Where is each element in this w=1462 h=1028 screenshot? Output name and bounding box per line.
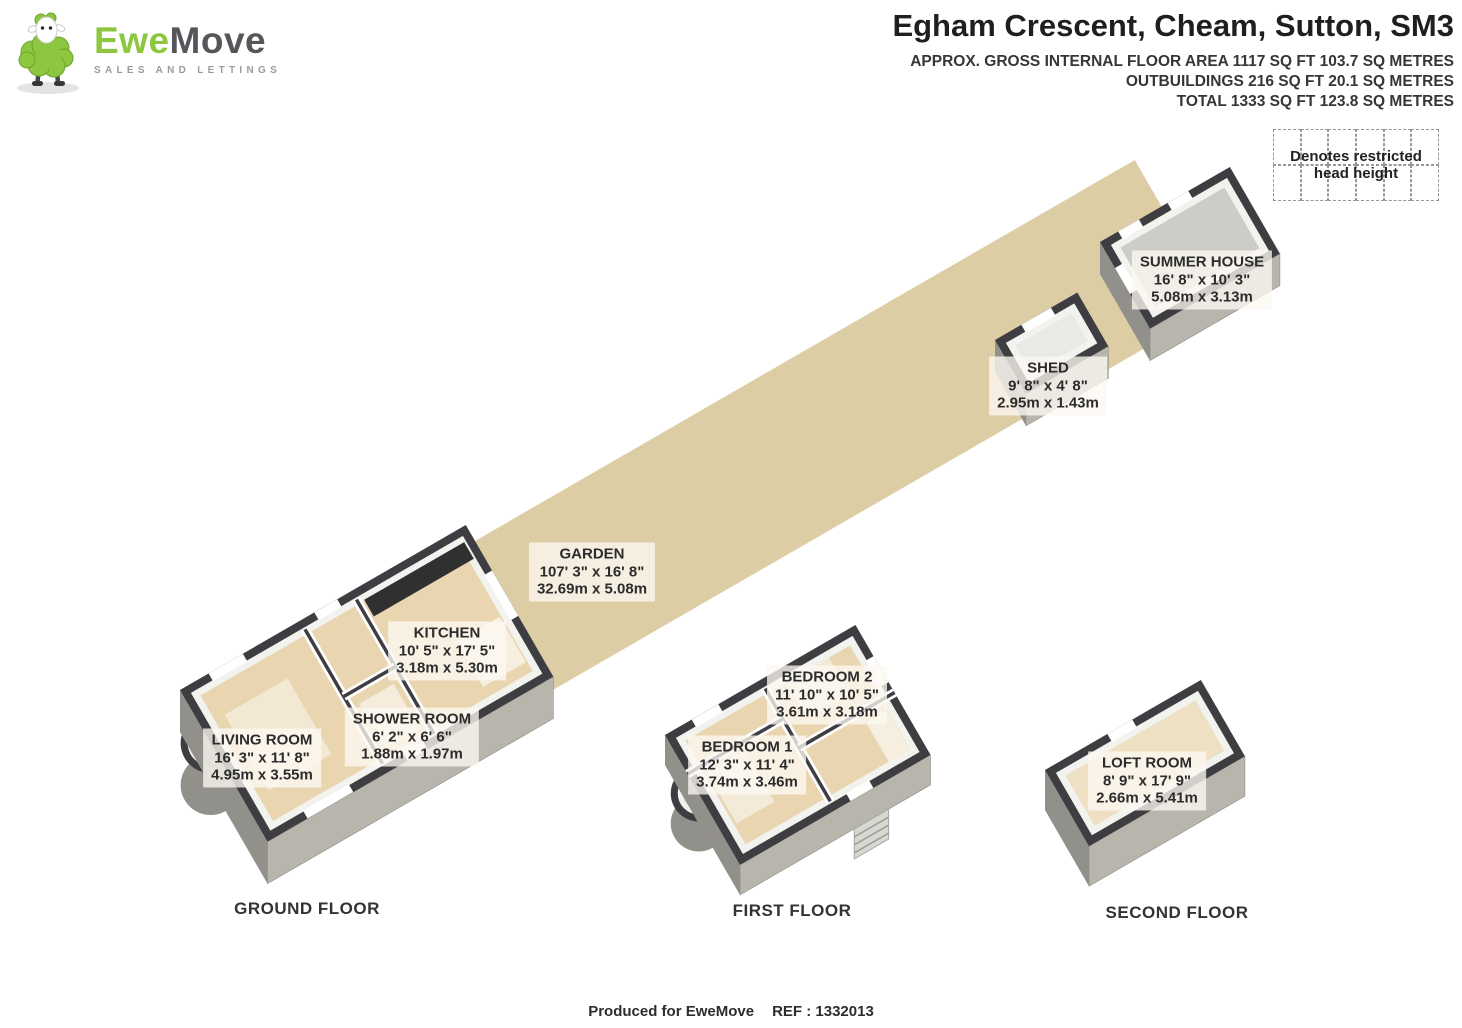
floor-label-ground: GROUND FLOOR: [234, 899, 380, 918]
room-label-bedroom-1: BEDROOM 1 12' 3" x 11' 4" 3.74m x 3.46m: [688, 735, 806, 795]
kitchen-counter: [364, 542, 474, 617]
room-name: LOFT ROOM: [1102, 754, 1192, 772]
legend-cell: [1411, 129, 1439, 165]
stair-step: [853, 816, 889, 838]
footer-produced: Produced for EweMove: [588, 1003, 755, 1020]
page-title: Egham Crescent, Cheam, Sutton, SM3: [892, 8, 1454, 43]
window: [314, 599, 342, 621]
footer: Produced for EweMove REF : 1332013: [0, 1003, 1462, 1020]
room-name: LIVING ROOM: [211, 731, 313, 749]
room-dims-metric: 3.74m x 3.46m: [696, 773, 798, 791]
legend-cell: [1411, 165, 1439, 201]
room-label-bedroom-2: BEDROOM 2 11' 10" x 10' 5" 3.61m x 3.18m: [767, 665, 887, 725]
room-dims-imperial: 10' 5" x 17' 5": [398, 642, 496, 660]
sheep-icon: [17, 12, 79, 94]
wall-end-face: [1100, 242, 1150, 361]
room-label-loft-room: LOFT ROOM 8' 9" x 17' 9" 2.66m x 5.41m: [1088, 751, 1206, 811]
header: Egham Crescent, Cheam, Sutton, SM3 APPRO…: [892, 8, 1454, 111]
legend-cell: [1273, 165, 1301, 201]
floor-label-second: SECOND FLOOR: [1105, 903, 1249, 922]
room-dims-metric: 32.69m x 5.08m: [536, 580, 648, 598]
window: [1114, 263, 1138, 294]
room-dims-imperial: 9' 8" x 4' 8": [1008, 377, 1088, 395]
room-dims-imperial: 12' 3" x 11' 4": [699, 756, 795, 774]
room-label-garden: GARDEN 107' 3" x 16' 8" 32.69m x 5.08m: [528, 542, 656, 602]
brand-wordmark: EweMove: [94, 22, 281, 59]
legend-cell: [1355, 165, 1384, 201]
stair-step: [853, 824, 889, 846]
footer-ref: REF : 1332013: [772, 1003, 874, 1020]
room-dims-imperial: 8' 9" x 17' 9": [1102, 772, 1192, 790]
window: [1118, 219, 1144, 240]
floor-label-first: FIRST FLOOR: [732, 901, 852, 920]
legend-label: Denotes restricted head height: [1290, 147, 1422, 182]
legend-dashed-grid: [1273, 129, 1439, 201]
room-label-summer-house: SUMMER HOUSE 16' 8" x 10' 3" 5.08m x 3.1…: [1131, 250, 1273, 310]
window: [484, 570, 519, 621]
window: [303, 784, 354, 819]
room-name: SUMMER HOUSE: [1139, 253, 1265, 271]
room-name: GARDEN: [559, 545, 625, 563]
room-dims-metric: 5.08m x 3.13m: [1151, 288, 1253, 306]
brand-move: Move: [169, 20, 267, 61]
wall-end-face: [1045, 770, 1089, 887]
room-dims-imperial: 107' 3" x 16' 8": [539, 563, 645, 581]
ewemove-logo: EweMove SALES AND LETTINGS: [12, 8, 281, 96]
room-dims-imperial: 6' 2" x 6' 6": [372, 728, 452, 746]
legend-cell: [1383, 129, 1412, 165]
room-name: KITCHEN: [413, 624, 481, 642]
room-name: BEDROOM 2: [781, 668, 873, 686]
legend-cell: [1328, 165, 1356, 201]
window: [691, 704, 723, 728]
room-name: SHOWER ROOM: [352, 710, 472, 728]
room-name: SHED: [1027, 359, 1069, 377]
room-dims-imperial: 16' 3" x 11' 8": [214, 749, 310, 767]
stair-step: [853, 832, 889, 854]
brand-ewe: Ewe: [94, 20, 170, 61]
room-dims-metric: 2.95m x 1.43m: [997, 394, 1099, 412]
window: [846, 780, 874, 802]
window: [1107, 719, 1137, 742]
room-dims-metric: 3.61m x 3.18m: [776, 703, 878, 721]
legend-cell: [1383, 165, 1412, 201]
legend-cell: [1273, 129, 1301, 165]
room-dims-metric: 2.66m x 5.41m: [1096, 789, 1198, 807]
room-dims-metric: 3.18m x 5.30m: [396, 659, 498, 677]
legend-restricted-head-height: Denotes restricted head height: [1273, 129, 1439, 201]
room-dims-metric: 4.95m x 3.55m: [211, 766, 313, 784]
brand-tagline: SALES AND LETTINGS: [94, 65, 282, 76]
window: [1167, 190, 1193, 211]
room-dims-imperial: 11' 10" x 10' 5": [775, 686, 879, 704]
room-label-shed: SHED 9' 8" x 4' 8" 2.95m x 1.43m: [989, 356, 1107, 416]
legend-cell: [1328, 129, 1356, 165]
window: [1021, 307, 1056, 333]
legend-cell: [1300, 165, 1329, 201]
room-label-shower-room: SHOWER ROOM 6' 2" x 6' 6" 1.88m x 1.97m: [344, 707, 480, 767]
total-line: TOTAL 1333 SQ FT 123.8 SQ METRES: [1176, 92, 1454, 110]
room-dims-metric: 1.88m x 1.97m: [361, 745, 463, 763]
room-label-kitchen: KITCHEN 10' 5" x 17' 5" 3.18m x 5.30m: [388, 621, 506, 681]
room-name: BEDROOM 1: [701, 738, 793, 756]
legend-cell: [1300, 129, 1329, 165]
legend-cell: [1355, 129, 1384, 165]
room-dims-imperial: 16' 8" x 10' 3": [1153, 271, 1251, 289]
outbuildings-line: OUTBUILDINGS 216 SQ FT 20.1 SQ METRES: [1125, 72, 1454, 90]
wall-end-face: [665, 735, 740, 895]
window: [208, 653, 248, 682]
interior-wall: [342, 665, 397, 698]
room-label-living-room: LIVING ROOM 16' 3" x 11' 8" 4.95m x 3.55…: [203, 728, 321, 788]
area-line: APPROX. GROSS INTERNAL FLOOR AREA 1117 S…: [910, 52, 1454, 70]
